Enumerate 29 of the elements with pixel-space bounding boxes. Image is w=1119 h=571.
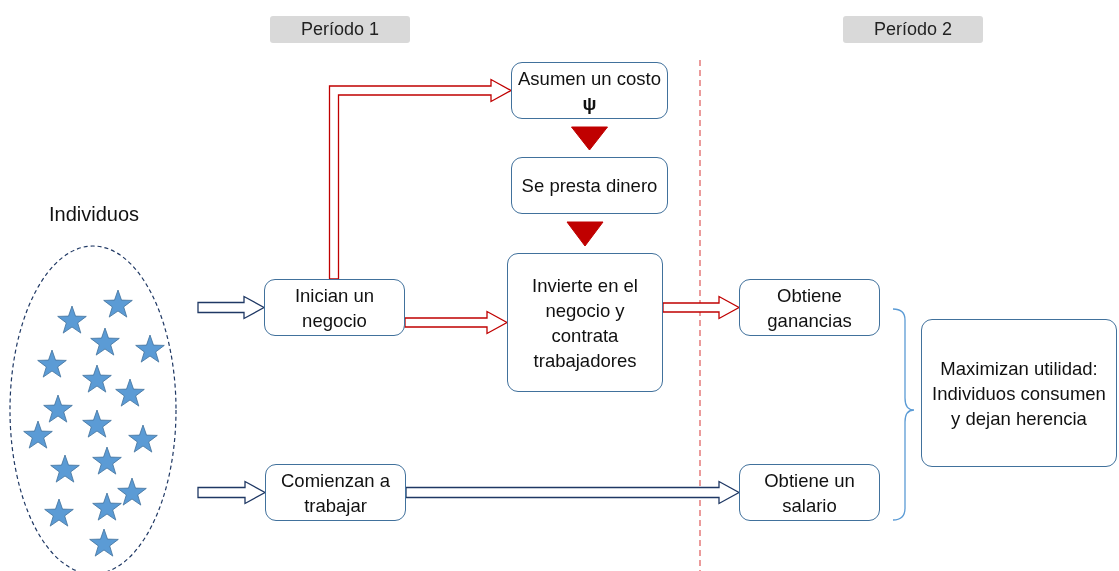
- node-label: Maximizan utilidad: Individuos consumen y dejan herencia: [931, 356, 1107, 431]
- node-label: Obtiene ganancias: [766, 283, 853, 333]
- node-label: Período 1: [300, 19, 380, 40]
- node-label: Asumen un costo ψ: [518, 66, 661, 116]
- group-heading: Individuos: [47, 203, 141, 226]
- process-box: [511, 62, 668, 119]
- block-arrow: [197, 480, 267, 505]
- block-arrow: [662, 295, 741, 320]
- process-box: [921, 319, 1117, 467]
- process-box: [265, 464, 406, 521]
- node-label: Invierte en el negocio y contrata trabajadores: [531, 273, 639, 373]
- block-arrow: [405, 480, 741, 505]
- node-label: Se presta dinero: [521, 174, 658, 198]
- block-arrow: [328, 78, 513, 280]
- process-box: [511, 157, 668, 214]
- triangle-arrow: [566, 221, 604, 247]
- node-label: Obtiene un salario: [763, 468, 856, 518]
- period-tab: [843, 16, 983, 43]
- triangle-arrow: [571, 126, 608, 151]
- block-arrow: [197, 295, 266, 320]
- block-arrow: [404, 310, 509, 335]
- period-tab: [270, 16, 410, 43]
- process-box: [507, 253, 663, 392]
- node-label: Inician un negocio: [293, 283, 376, 333]
- process-box: [739, 279, 880, 336]
- process-box: [264, 279, 405, 336]
- node-label: Comienzan a trabajar: [280, 468, 391, 518]
- process-box: [739, 464, 880, 521]
- node-label: Período 2: [873, 19, 953, 40]
